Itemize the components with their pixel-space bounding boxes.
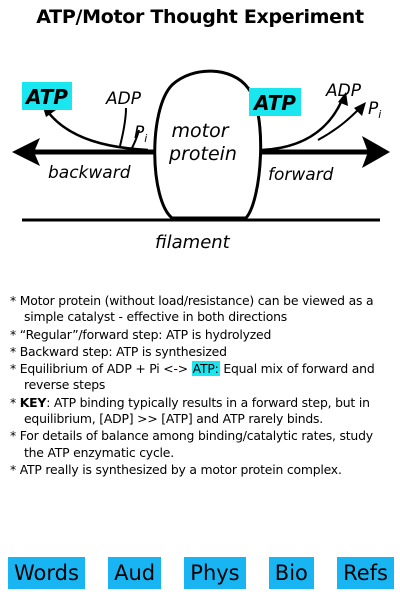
atp-right-highlight	[249, 88, 301, 116]
atp-motor-diagram: motor protein ATP ADP Pi ATP ADP Pi back…	[12, 69, 390, 253]
right-reaction-curve	[261, 99, 344, 152]
forward-arrowhead-icon	[362, 136, 390, 168]
adp-left-label: ADP	[105, 89, 142, 109]
note-text: For details of balance among binding/cat…	[19, 428, 373, 460]
note-item: * Motor protein (without load/resistance…	[10, 293, 374, 325]
page-title: ATP/Motor Thought Experiment	[36, 6, 364, 28]
nav-phys-button[interactable]: Phys	[184, 557, 246, 589]
motor-label-line2: protein	[168, 143, 237, 165]
note-text: Equal mix of forward and reverse steps	[24, 361, 375, 393]
notes-list: * Motor protein (without load/resistance…	[10, 293, 395, 479]
key-label: KEY	[19, 394, 47, 410]
note-item: * Backward step: ATP is synthesized	[10, 343, 227, 359]
atp-highlight: ATP:	[191, 361, 220, 377]
nav-bio-button[interactable]: Bio	[268, 557, 314, 589]
nav-words-button[interactable]: Words	[8, 557, 85, 589]
atp-right-label: ATP	[252, 91, 296, 115]
nav-aud-button[interactable]: Aud	[108, 557, 162, 589]
forward-label: forward	[268, 165, 334, 185]
note-text: “Regular”/forward step: ATP is hydrolyze…	[19, 326, 272, 342]
note-text: : ATP binding typically results in a for…	[24, 394, 370, 427]
note-item: * “Regular”/forward step: ATP is hydroly…	[10, 326, 272, 342]
motor-label-line1: motor	[171, 120, 229, 142]
note-text: ATP really is synthesized by a motor pro…	[19, 461, 342, 477]
right-pi-arrowhead-icon	[354, 102, 366, 116]
adp-right-label: ADP	[325, 81, 362, 101]
backward-label: backward	[48, 163, 131, 183]
right-pi-branch	[317, 107, 361, 141]
note-text: Equilibrium of ADP + Pi <->	[19, 361, 192, 377]
backward-arrowhead-icon	[12, 138, 40, 166]
note-item: * For details of balance among binding/c…	[10, 428, 373, 460]
filament-label: filament	[155, 232, 231, 253]
bottom-nav: Words Aud Phys Bio Refs	[8, 557, 394, 589]
left-pi-branch	[131, 129, 140, 149]
note-item: * ATP really is synthesized by a motor p…	[10, 461, 342, 477]
note-item: * Equilibrium of ADP + Pi <-> ATP: Equal…	[10, 361, 375, 393]
pi-left-label: Pi	[134, 123, 147, 145]
nav-refs-button[interactable]: Refs	[337, 557, 394, 589]
atp-left-label: ATP	[24, 85, 68, 109]
atp-left-highlight	[22, 82, 72, 110]
pi-right-label: Pi	[368, 99, 381, 121]
left-reaction-curve	[47, 111, 149, 152]
note-text: Motor protein (without load/resistance) …	[19, 293, 374, 325]
note-text: Backward step: ATP is synthesized	[19, 343, 227, 359]
right-adp-arrowhead-icon	[338, 92, 348, 106]
motor-protein-shape	[153, 69, 263, 220]
left-adp-branch	[119, 107, 127, 147]
note-item: * KEY: ATP binding typically results in …	[10, 394, 370, 427]
